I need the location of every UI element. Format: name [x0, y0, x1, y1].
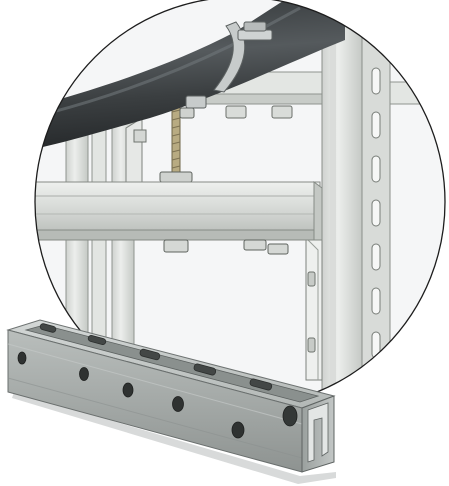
top-slots — [39, 323, 273, 391]
threaded-rod-icon — [159, 103, 195, 183]
circular-detail-view — [34, 0, 446, 408]
hex-nut-icon — [225, 105, 293, 119]
pipe-clamp-icon — [185, 21, 273, 109]
strut-channel-icon — [6, 319, 336, 484]
right-vertical-strut — [321, 19, 391, 407]
side-holes — [17, 351, 245, 439]
beam-nuts — [163, 239, 289, 255]
horizontal-strut-beam — [35, 181, 323, 241]
angle-bracket-icon — [305, 237, 323, 381]
